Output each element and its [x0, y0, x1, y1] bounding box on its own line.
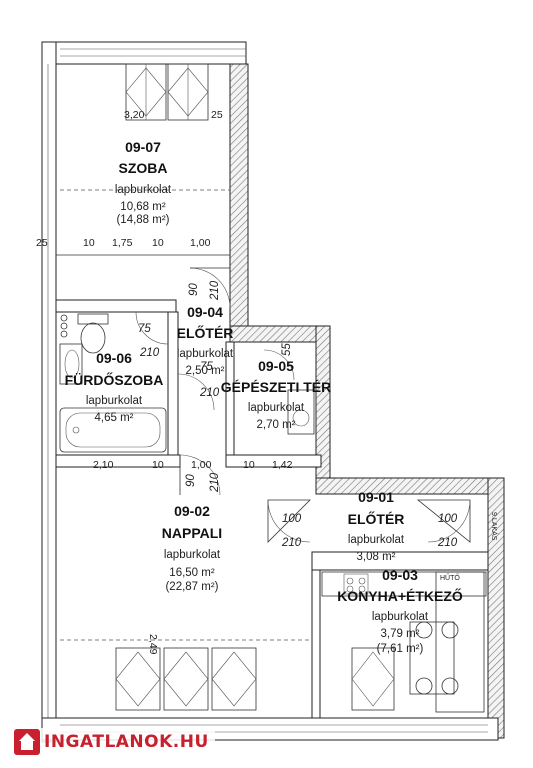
- room-code: 09-07: [125, 139, 161, 155]
- door-210-b: 210: [139, 347, 160, 359]
- door-210-e: 210: [281, 537, 302, 549]
- window-bottom-3: [211, 647, 257, 711]
- dim-1-75: 1,75: [112, 237, 133, 249]
- room-gross: (7,61 m²): [377, 643, 424, 655]
- dim-10-b: 10: [152, 237, 164, 249]
- dim-3-20: 3,20: [124, 109, 145, 121]
- doors: [135, 267, 471, 543]
- room-area: 4,65 m²: [95, 412, 134, 424]
- room-area: 3,79 m²: [381, 628, 420, 640]
- door-75-b: 75: [200, 361, 213, 373]
- room-area: 2,70 m²: [257, 419, 296, 431]
- door-90-a: 90: [188, 283, 200, 296]
- dim-10-c: 10: [152, 459, 164, 471]
- room-floor: lapburkolat: [86, 395, 143, 407]
- dim-10-a: 10: [83, 237, 95, 249]
- room-09-06: 09-06 FÜRDŐSZOBA lapburkolat 4,65 m²: [65, 350, 164, 424]
- room-floor: lapburkolat: [177, 348, 234, 360]
- room-floor: lapburkolat: [348, 534, 405, 546]
- room-gross: (22,87 m²): [165, 581, 218, 593]
- room-name: SZOBA: [119, 160, 168, 176]
- watermark-text: INGATLANOK.HU: [44, 732, 209, 752]
- house-logo-icon: [14, 729, 40, 755]
- room-code: 09-05: [258, 358, 294, 374]
- room-area: 10,68 m²: [120, 201, 166, 213]
- dim-25-left: 25: [36, 237, 48, 249]
- room-code: 09-02: [174, 503, 210, 519]
- window-top-left: [125, 63, 167, 121]
- room-area: 2,50 m²: [186, 365, 225, 377]
- window-bottom-1: [115, 647, 161, 711]
- toilet: [77, 313, 109, 354]
- boiler: [287, 389, 315, 435]
- door-75-a: 75: [138, 323, 151, 335]
- door-100-a: 100: [282, 513, 302, 525]
- room-name: ELŐTÉR: [177, 324, 234, 341]
- room-gross: (14,88 m²): [116, 214, 169, 226]
- door-210-f: 210: [437, 537, 458, 549]
- dim-1-00: 1,00: [190, 237, 211, 249]
- kitchen-counter: [321, 571, 487, 713]
- door-100-b: 100: [438, 513, 458, 525]
- fridge-label: HŰTŐ: [440, 573, 460, 582]
- dim-1-00-b: 1,00: [191, 459, 212, 471]
- door-dimension-labels: 90 210 75 210 75 210 90 210 100 210 100 …: [138, 280, 458, 549]
- dim-25-top: 25: [211, 109, 223, 121]
- window-bottom-2: [163, 647, 209, 711]
- room-name: KONYHA+ÉTKEZŐ: [337, 587, 463, 604]
- room-09-04: 09-04 ELŐTÉR lapburkolat 2,50 m²: [177, 304, 234, 377]
- dim-1-42: 1,42: [272, 459, 293, 471]
- room-name: GÉPÉSZETI TÉR: [221, 379, 331, 395]
- walls: [41, 41, 505, 743]
- bathtub: [59, 407, 167, 453]
- room-name: FÜRDŐSZOBA: [65, 371, 164, 388]
- room-code: 09-01: [358, 489, 394, 505]
- room-09-03: 09-03 KONYHA+ÉTKEZŐ lapburkolat 3,79 m² …: [337, 567, 463, 655]
- fixtures: [59, 313, 487, 713]
- window-top-right: [167, 63, 209, 121]
- door-210-a: 210: [209, 280, 221, 301]
- door-210-d: 210: [209, 472, 221, 493]
- room-floor: lapburkolat: [248, 402, 305, 414]
- window-bottom-kitchen: [351, 647, 395, 711]
- room-area: 3,08 m²: [357, 551, 396, 563]
- door-55: 55: [281, 343, 293, 356]
- dim-2-49: 2,49: [147, 634, 159, 655]
- door-90-b: 90: [185, 474, 197, 487]
- dim-2-10: 2,10: [93, 459, 114, 471]
- watermark: INGATLANOK.HU: [8, 728, 215, 756]
- room-09-05: 09-05 GÉPÉSZETI TÉR lapburkolat 2,70 m²: [221, 358, 331, 431]
- washbasin: [59, 343, 83, 385]
- room-09-07: 09-07 SZOBA lapburkolat 10,68 m² (14,88 …: [115, 139, 172, 226]
- room-code: 09-06: [96, 350, 132, 366]
- dimension-labels: 3,20 25 25 10 1,75 10 1,00 2,10 10 1,00 …: [36, 109, 293, 655]
- room-name: ELŐTÉR: [348, 510, 405, 527]
- room-floor: lapburkolat: [372, 611, 429, 623]
- apartment-label: 9.LAKÁS: [490, 512, 499, 541]
- room-09-02: 09-02 NAPPALI lapburkolat 16,50 m² (22,8…: [162, 503, 222, 593]
- room-code: 09-04: [187, 304, 223, 320]
- room-name: NAPPALI: [162, 525, 222, 541]
- room-area: 16,50 m²: [169, 567, 215, 579]
- towel-rail: [60, 314, 68, 338]
- dining-table: [409, 621, 459, 695]
- door-210-c: 210: [199, 387, 220, 399]
- room-floor: lapburkolat: [164, 549, 221, 561]
- room-09-01: 09-01 ELŐTÉR lapburkolat 3,08 m²: [348, 489, 405, 563]
- room-floor: lapburkolat: [115, 184, 172, 196]
- room-code: 09-03: [382, 567, 418, 583]
- dim-10-d: 10: [243, 459, 255, 471]
- windows: [60, 63, 395, 711]
